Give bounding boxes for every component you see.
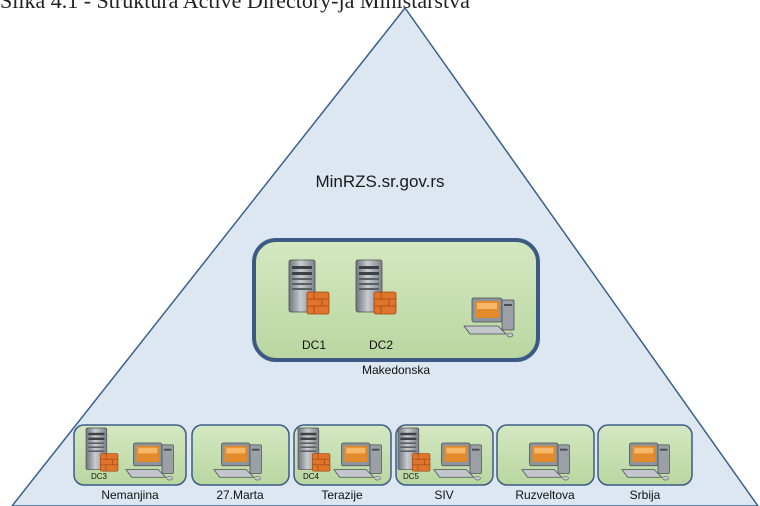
cropped-header-text: Slika 4.1 - Struktura Active Directory-j… — [0, 0, 470, 13]
site-label-srbija: Srbija — [629, 488, 661, 502]
dc2-label: DC2 — [369, 338, 394, 352]
site-label-nemanjina: Nemanjina — [101, 488, 159, 502]
site-label-ruzveltova: Ruzveltova — [515, 488, 575, 502]
central-site-label: Makedonska — [361, 363, 431, 377]
terazije-dc-label: DC4 — [303, 472, 320, 481]
siv-dc-label: DC5 — [403, 472, 420, 481]
site-label-siv: SIV — [434, 488, 454, 502]
dc1-label: DC1 — [302, 338, 327, 352]
domain-name: MinRZS.sr.gov.rs — [315, 172, 445, 191]
site-label-terazije: Terazije — [321, 488, 363, 502]
site-label-27marta: 27.Marta — [216, 488, 264, 502]
nemanjina-dc-label: DC3 — [91, 472, 108, 481]
